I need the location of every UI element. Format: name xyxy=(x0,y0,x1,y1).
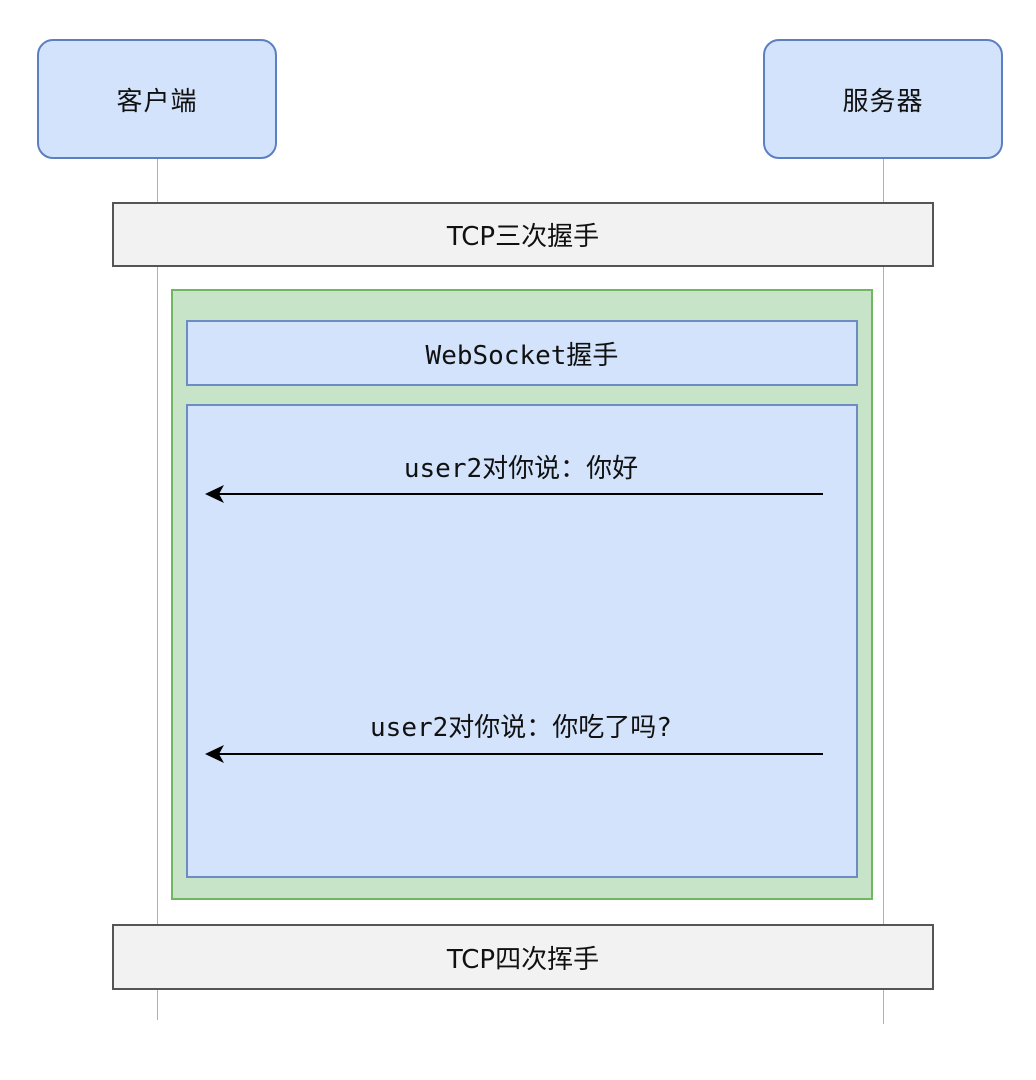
tcp-teardown-label: TCP四次挥手 xyxy=(446,944,600,975)
tcp-teardown-bar: TCP四次挥手 xyxy=(112,924,934,990)
websocket-handshake-label: WebSocket握手 xyxy=(425,340,619,371)
server-label: 服务器 xyxy=(842,86,924,117)
message-label-2: user2对你说：你吃了吗? xyxy=(370,713,672,743)
server-participant: 服务器 xyxy=(763,39,1003,159)
websocket-handshake-box: WebSocket握手 xyxy=(186,320,858,386)
message-arrow-1 xyxy=(205,485,823,503)
server-lifeline xyxy=(883,158,884,1024)
client-label: 客户端 xyxy=(116,86,198,117)
tcp-handshake-bar: TCP三次握手 xyxy=(112,202,934,267)
client-participant: 客户端 xyxy=(37,39,277,159)
client-lifeline xyxy=(157,158,158,1020)
message-panel xyxy=(186,404,858,878)
message-arrow-2 xyxy=(205,745,823,763)
tcp-handshake-label: TCP三次握手 xyxy=(446,222,600,252)
message-label-1: user2对你说：你好 xyxy=(403,454,639,484)
